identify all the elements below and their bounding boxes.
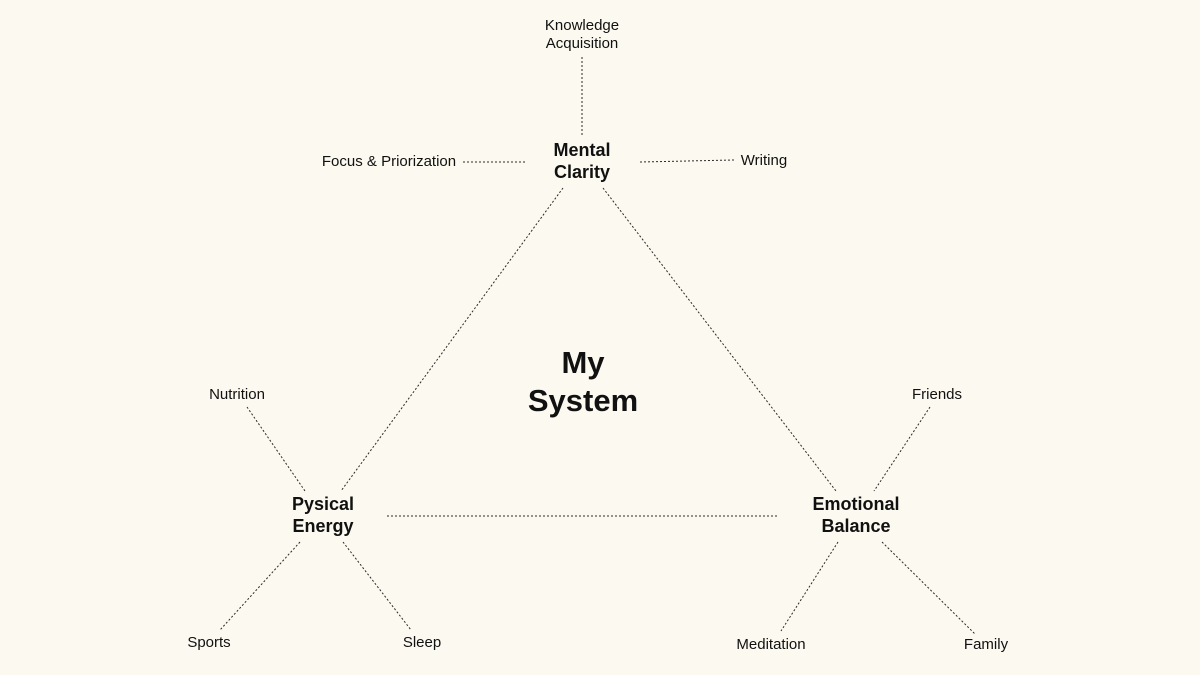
- branch-nutrition: [246, 406, 306, 492]
- leaf-sleep: Sleep: [402, 634, 442, 651]
- branch-sleep: [342, 541, 412, 631]
- leaf-nutrition: Nutrition: [209, 386, 265, 403]
- leaf-sports: Sports: [187, 634, 231, 651]
- branch-meditation: [780, 541, 839, 632]
- branch-friends: [873, 406, 931, 492]
- branch-family: [881, 541, 976, 635]
- leaf-friends: Friends: [911, 386, 963, 403]
- edge-mental-physical: [340, 187, 564, 492]
- branch-sports: [219, 541, 301, 631]
- edge-mental-emotional: [602, 187, 837, 492]
- leaf-writing: Writing: [740, 152, 788, 169]
- pillar-emotional-balance: Emotional Balance: [812, 494, 900, 536]
- center-label-my-system: My System: [527, 345, 639, 418]
- pillar-physical-energy: Pysical Energy: [291, 494, 355, 536]
- leaf-meditation: Meditation: [736, 636, 806, 653]
- pillar-mental-clarity: Mental Clarity: [553, 140, 611, 182]
- leaf-knowledge-acquisition: Knowledge Acquisition: [544, 17, 620, 52]
- leaf-family: Family: [963, 636, 1009, 653]
- leaf-focus-priorization: Focus & Priorization: [321, 153, 457, 170]
- branch-writing: [639, 159, 735, 163]
